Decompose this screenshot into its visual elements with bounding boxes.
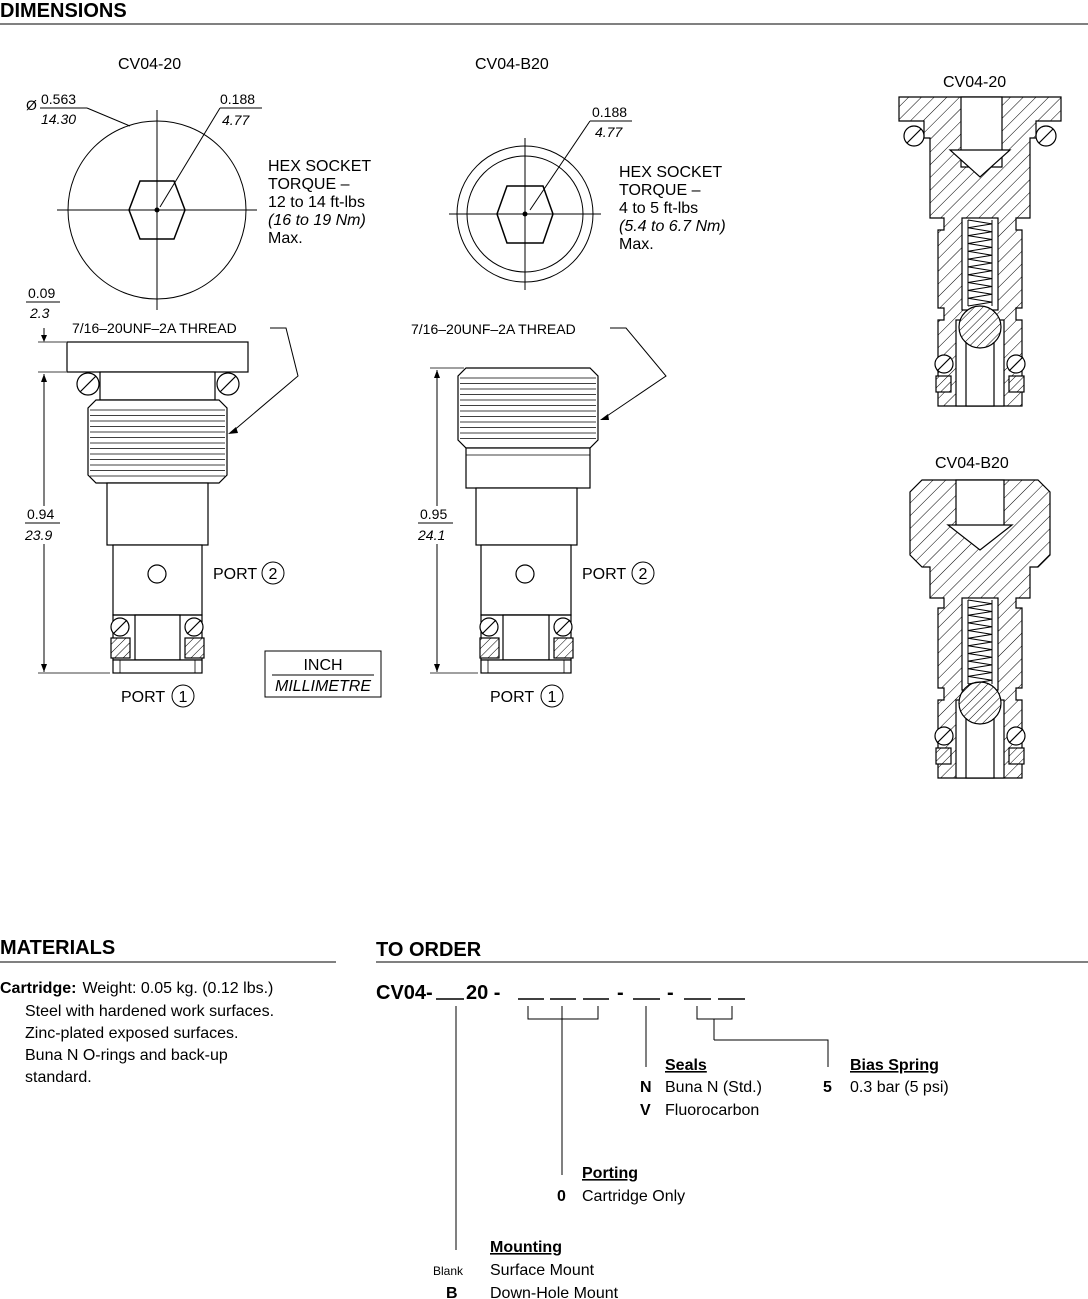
order-code-mid: 20 - [466,982,500,1004]
porting-title: Porting [582,1165,638,1182]
port2-num-b: 2 [639,566,648,583]
unit-inch: INCH [303,657,342,674]
svg-text:Cartridge:Weight: 0.05 kg. (0.: Cartridge: Weight: 0.05 kg. (0.12 lbs.) [0,980,273,997]
seal-desc-v: Fluorocarbon [665,1102,759,1119]
len-b-mm: 24.1 [417,527,445,543]
porting-group: Porting 0 Cartridge Only [557,1165,685,1205]
svg-text:(5.4 to 6.7 Nm): (5.4 to 6.7 Nm) [619,218,726,235]
svg-text:Max.: Max. [619,236,654,253]
thread-callout-a: 7/16–20UNF–2A THREAD [72,320,299,434]
svg-text:TORQUE –: TORQUE – [268,176,350,193]
order-code: CV04- 20 - - - [376,982,745,1004]
port1-num-b: 1 [548,689,557,706]
port2-word-b: PORT [582,566,626,583]
dia-symbol: Ø [26,97,37,113]
mounting-desc-surface: Surface Mount [490,1262,595,1279]
hex-inch-a: 0.188 [220,91,255,107]
bias-group: Bias Spring 5 0.3 bar (5 psi) [823,1057,949,1096]
mounting-desc-downhole: Down-Hole Mount [490,1285,619,1299]
bias-desc-5: 0.3 bar (5 psi) [850,1079,949,1096]
port1-num-a: 1 [179,689,188,706]
hex-callout-b: 0.188 4.77 [529,104,632,211]
side-view-b [457,367,599,674]
section-view-a [898,96,1062,407]
svg-text:12 to 14 ft-lbs: 12 to 14 ft-lbs [268,194,365,211]
seal-code-v: V [640,1102,651,1119]
mounting-code-b: B [446,1285,458,1299]
dia-mm: 14.30 [41,111,76,127]
port1-callout-b: PORT 1 [490,684,564,708]
dimensions-title: DIMENSIONS [0,0,127,22]
port2-callout-a: PORT 2 [213,561,285,585]
svg-text:Max.: Max. [268,230,303,247]
materials-weight: Weight: 0.05 kg. (0.12 lbs.) [82,980,273,997]
torque-note-a: HEX SOCKET TORQUE – 12 to 14 ft-lbs (16 … [268,158,371,247]
seals-title: Seals [665,1057,707,1074]
seal-desc-n: Buna N (Std.) [665,1079,762,1096]
top-view-label-b: CV04-B20 [475,56,549,73]
cartridge-label: Cartridge: [0,980,76,997]
unit-mm: MILLIMETRE [275,678,371,695]
length-dim-a: 0.94 23.9 [24,374,110,674]
len-b-inch: 0.95 [420,506,447,522]
bias-title: Bias Spring [850,1057,939,1074]
svg-text:HEX SOCKET: HEX SOCKET [268,158,371,175]
top-view-label-a: CV04-20 [118,56,181,73]
top-view-a [57,110,257,310]
thread-label-a: 7/16–20UNF–2A THREAD [72,320,237,336]
section-label-a: CV04-20 [943,74,1006,91]
hex-callout-a: 0.188 4.77 [159,91,262,208]
torque-note-b: HEX SOCKET TORQUE – 4 to 5 ft-lbs (5.4 t… [619,164,726,253]
materials-text: Cartridge: Weight: 0.05 kg. (0.12 lbs.) S… [0,980,274,1086]
dia-inch: 0.563 [41,91,76,107]
hex-mm-a: 4.77 [222,112,250,128]
materials-line4: Buna N O-rings and back-up [25,1047,228,1064]
order-code-prefix: CV04- [376,982,433,1004]
order-dash-2: - [667,982,674,1004]
thread-label-b: 7/16–20UNF–2A THREAD [411,321,576,337]
hex-inch-b: 0.188 [592,104,627,120]
port2-callout-b: PORT 2 [582,561,655,585]
order-title: TO ORDER [376,939,482,961]
materials-title: MATERIALS [0,937,115,959]
porting-desc-0: Cartridge Only [582,1188,685,1205]
svg-text:HEX SOCKET: HEX SOCKET [619,164,722,181]
dia-callout: Ø 0.563 14.30 [26,91,131,127]
svg-text:(16 to 19 Nm): (16 to 19 Nm) [268,212,366,229]
port2-word-a: PORT [213,566,257,583]
port2-num-a: 2 [269,566,278,583]
side-view-a [66,341,249,674]
section-view-b [909,479,1051,779]
thread-callout-b: 7/16–20UNF–2A THREAD [411,321,667,420]
mounting-code-blank: Blank [433,1264,464,1278]
length-dim-b: 0.95 24.1 [416,367,478,674]
port1-word-a: PORT [121,689,165,706]
flange-mm: 2.3 [29,305,50,321]
port1-word-b: PORT [490,689,534,706]
top-view-b [449,138,601,290]
section-label-b: CV04-B20 [935,455,1009,472]
svg-text:TORQUE –: TORQUE – [619,182,701,199]
porting-code-0: 0 [557,1188,566,1205]
seal-code-n: N [640,1079,652,1096]
order-leaders [455,1006,829,1250]
seals-group: Seals N Buna N (Std.) V Fluorocarbon [640,1057,762,1119]
mounting-title: Mounting [490,1239,562,1256]
materials-line5: standard. [25,1069,92,1086]
bias-code-5: 5 [823,1079,832,1096]
flange-inch: 0.09 [28,285,55,301]
hex-mm-b: 4.77 [595,124,623,140]
len-a-inch: 0.94 [27,506,54,522]
materials-line3: Zinc-plated exposed surfaces. [25,1025,238,1042]
materials-line2: Steel with hardened work surfaces. [25,1003,274,1020]
len-a-mm: 23.9 [24,527,52,543]
flange-dim: 0.09 2.3 [26,285,66,382]
mounting-group: Mounting Blank Surface Mount B Down-Hole… [433,1239,619,1299]
port1-callout-a: PORT 1 [121,684,195,708]
svg-text:4 to 5 ft-lbs: 4 to 5 ft-lbs [619,200,698,217]
units-legend: INCH MILLIMETRE [264,650,382,698]
order-dash-1: - [617,982,624,1004]
